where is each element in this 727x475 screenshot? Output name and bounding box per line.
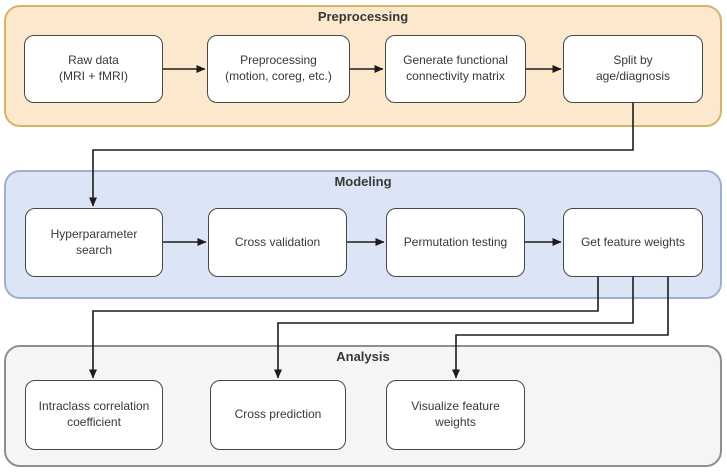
node-permutation-testing: Permutation testing [386, 208, 525, 277]
node-intraclass-correlation: Intraclass correlation coefficient [25, 380, 163, 450]
node-visualize-feature-weights: Visualize feature weights [386, 380, 525, 450]
node-split-by-age-diagnosis: Split by age/diagnosis [563, 35, 703, 103]
section-title-preprocessing: Preprocessing [317, 9, 409, 24]
node-get-feature-weights: Get feature weights [563, 208, 703, 277]
node-preprocessing-step: Preprocessing (motion, coreg, etc.) [207, 35, 350, 103]
node-cross-prediction: Cross prediction [210, 380, 346, 450]
node-raw-data: Raw data (MRI + fMRI) [24, 35, 163, 103]
node-hyperparameter-search: Hyperparameter search [25, 208, 163, 277]
section-title-analysis: Analysis [336, 349, 390, 364]
section-title-modeling: Modeling [334, 174, 392, 189]
node-cross-validation: Cross validation [208, 208, 347, 277]
node-generate-fc-matrix: Generate functional connectivity matrix [385, 35, 526, 103]
